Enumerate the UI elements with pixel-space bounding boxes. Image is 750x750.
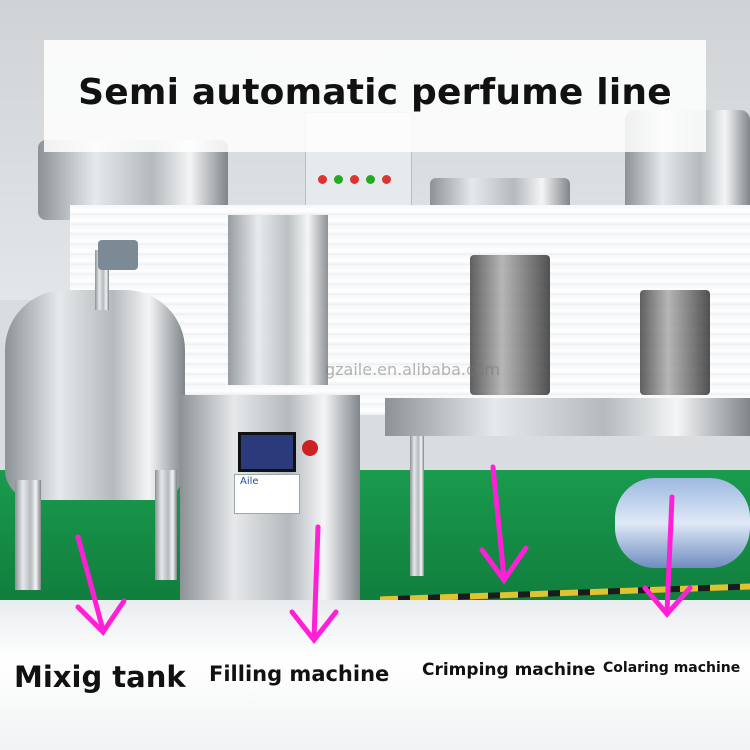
arrow-down-icon: [75, 534, 127, 636]
panel-button: [334, 175, 343, 184]
label-filling-machine: Filling machine: [209, 662, 390, 686]
panel-button: [350, 175, 359, 184]
panel-button: [318, 175, 327, 184]
mixing-tank-body: [5, 290, 185, 500]
label-crimping-machine: Crimping machine: [422, 660, 596, 680]
panel-button: [382, 175, 391, 184]
coloring-machine: [640, 290, 710, 395]
title-banner: [44, 40, 706, 152]
brand-name: Aile: [240, 476, 259, 487]
filling-machine-knob: [302, 440, 318, 456]
panel-button: [366, 175, 375, 184]
arrow-down-icon: [289, 524, 339, 645]
arrow-down-icon: [642, 494, 693, 618]
watermark: gzaile.en.alibaba.com: [325, 360, 501, 379]
mixing-tank-motor: [98, 240, 138, 270]
foreground-foil: [0, 600, 750, 750]
label-coloring-machine: Colaring machine: [603, 660, 741, 676]
brand-plate: [234, 474, 300, 514]
mixing-tank-leg: [15, 480, 41, 590]
plastic-wrapped-bundle: [615, 478, 750, 568]
arrow-down-icon: [479, 464, 529, 585]
work-table-leg: [410, 436, 424, 576]
filling-machine-screen: [238, 432, 296, 472]
mixing-tank-leg: [155, 470, 177, 580]
label-mixing-tank: Mixig tank: [14, 660, 186, 694]
work-table-top: [385, 398, 750, 436]
filling-machine-frame: [228, 215, 328, 385]
page-title: Semi automatic perfume line: [78, 72, 672, 113]
crimping-machine: [470, 255, 550, 395]
